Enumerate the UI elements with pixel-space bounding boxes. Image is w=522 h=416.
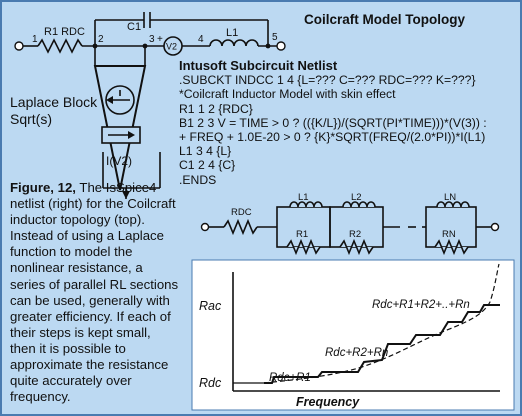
graph-y-label-rdc: Rdc xyxy=(199,376,222,390)
smooth-curve xyxy=(263,263,500,384)
laplace-label-line2: Sqrt(s) xyxy=(10,111,52,127)
netlist-line: R1 1 2 {RDC} xyxy=(179,101,253,116)
topology-title: Coilcraft Model Topology xyxy=(304,12,465,27)
node-label-plus: + xyxy=(157,34,163,45)
node-label-4: 4 xyxy=(198,34,204,45)
c1-label: C1 xyxy=(127,21,141,33)
iv2-arrowhead xyxy=(122,191,130,199)
l1-inductor xyxy=(209,39,259,47)
ladder-rdc-resistor xyxy=(223,218,258,236)
ladder-label-rn: RN xyxy=(442,229,456,240)
staircase-curve xyxy=(264,304,500,384)
annotation-rdc-r1: Rdc+R1 xyxy=(269,372,311,384)
ladder-label-ln: LN xyxy=(444,192,456,203)
netlist-line: *Coilcraft Inductor Model with skin effe… xyxy=(179,87,396,102)
netlist-line: C1 2 4 {C} xyxy=(179,158,236,173)
netlist-line: .ENDS xyxy=(179,172,217,187)
netlist-title: Intusoft Subcircuit Netlist xyxy=(179,58,338,73)
netlist-line: B1 2 3 V = TIME > 0 ? (({K/L})/(SQRT(PI*… xyxy=(179,115,487,130)
ladder-r2-resistor xyxy=(339,238,374,256)
ladder-label-l1: L1 xyxy=(298,192,309,203)
node-label-3: 3 xyxy=(149,34,155,45)
ladder-r1-resistor xyxy=(286,238,321,256)
node-dot-5 xyxy=(265,43,271,49)
figure-caption: Figure, 12, The IsSpice4 netlist (right)… xyxy=(10,180,180,405)
graph-x-label: Frequency xyxy=(296,395,360,409)
netlist-line: .SUBCKT INDCC 1 4 {L=??? C=??? RDC=??? K… xyxy=(179,73,476,88)
caption-bold: Figure, 12, xyxy=(10,180,76,195)
node-dot-3 xyxy=(142,43,148,49)
current-label: I(V2) xyxy=(106,154,132,168)
ladder-l1-coil xyxy=(289,201,323,208)
node-label-1: 1 xyxy=(32,34,38,45)
ladder-terminal-in xyxy=(200,222,210,232)
laplace-label: Laplace Block Sqrt(s) xyxy=(10,94,97,128)
ladder-label-r1: R1 xyxy=(296,229,308,240)
node-dot-2 xyxy=(92,43,98,49)
netlist-line: L1 3 4 {L} xyxy=(179,144,232,159)
graph-y-label-rac: Rac xyxy=(199,299,222,313)
r1-label: R1 RDC xyxy=(44,26,85,38)
ladder-l2-coil xyxy=(342,201,376,208)
ladder-section-n xyxy=(425,206,477,248)
caption-text: The IsSpice4 netlist (right) for the Coi… xyxy=(10,180,179,405)
r1-resistor xyxy=(37,38,83,54)
ladder-label-r2: R2 xyxy=(349,229,361,240)
annotation-rdc-sum: Rdc+R1+R2+..+Rn xyxy=(372,299,470,311)
netlist-line: + FREQ + 1.0E-20 > 0 ? {K}*SQRT(FREQ/(2.… xyxy=(179,130,486,145)
v2-label: V2 xyxy=(166,42,177,52)
ladder-terminal-out xyxy=(490,222,500,232)
v2-source xyxy=(163,36,183,56)
laplace-label-line1: Laplace Block xyxy=(10,94,98,110)
sense-arrowhead xyxy=(128,131,135,139)
ladder-label-l2: L2 xyxy=(351,192,362,203)
terminal-in xyxy=(14,41,24,51)
netlist-block: Intusoft Subcircuit Netlist .SUBCKT INDC… xyxy=(179,58,519,187)
node-label-2: 2 xyxy=(98,34,104,45)
annotation-rdc-r2-rn: Rdc+R2+Rn xyxy=(325,347,388,359)
graph-panel xyxy=(191,259,515,411)
terminal-out xyxy=(276,41,286,51)
ladder-ln-coil xyxy=(436,201,470,208)
l1-label: L1 xyxy=(226,27,238,39)
source-arrowhead xyxy=(106,96,113,104)
ladder-label-rdc: RDC xyxy=(231,207,252,218)
ladder-rn-resistor xyxy=(434,238,469,256)
ladder-section-2 xyxy=(329,206,384,248)
ladder-section-1 xyxy=(276,206,331,248)
node-label-5: 5 xyxy=(272,32,278,43)
